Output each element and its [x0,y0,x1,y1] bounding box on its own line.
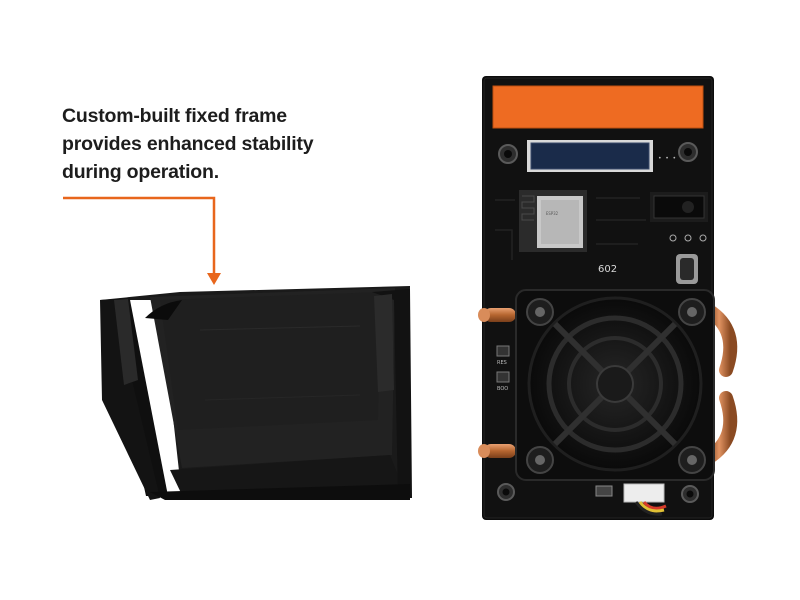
silkscreen-label: 602 [598,264,617,275]
caption-line-1: Custom-built fixed frame [62,105,287,127]
usb-c-port-icon [676,254,698,284]
svg-text:• • •: • • • [658,155,676,162]
svg-text:ESP32: ESP32 [546,211,559,216]
boot-button-label: BOO [497,386,508,392]
device-board: • • • ESP32 602 [478,76,738,520]
reset-button[interactable] [496,345,510,357]
oled-display [527,140,653,172]
caption-text: Custom-built fixed frame provides enhanc… [62,102,362,186]
arrow-down-icon [63,196,221,285]
boot-button[interactable] [496,371,510,383]
reset-button-label: RES [497,360,507,366]
esp32-module: ESP32 [519,190,587,252]
fan-icon [515,289,715,481]
caption-line-2: provides enhanced stability [62,133,314,155]
orange-label-strip [493,86,703,128]
fixed-frame [100,286,412,500]
dc-jack-icon [650,192,708,222]
fan-connector [623,483,665,503]
caption-line-3: during operation. [62,161,219,183]
